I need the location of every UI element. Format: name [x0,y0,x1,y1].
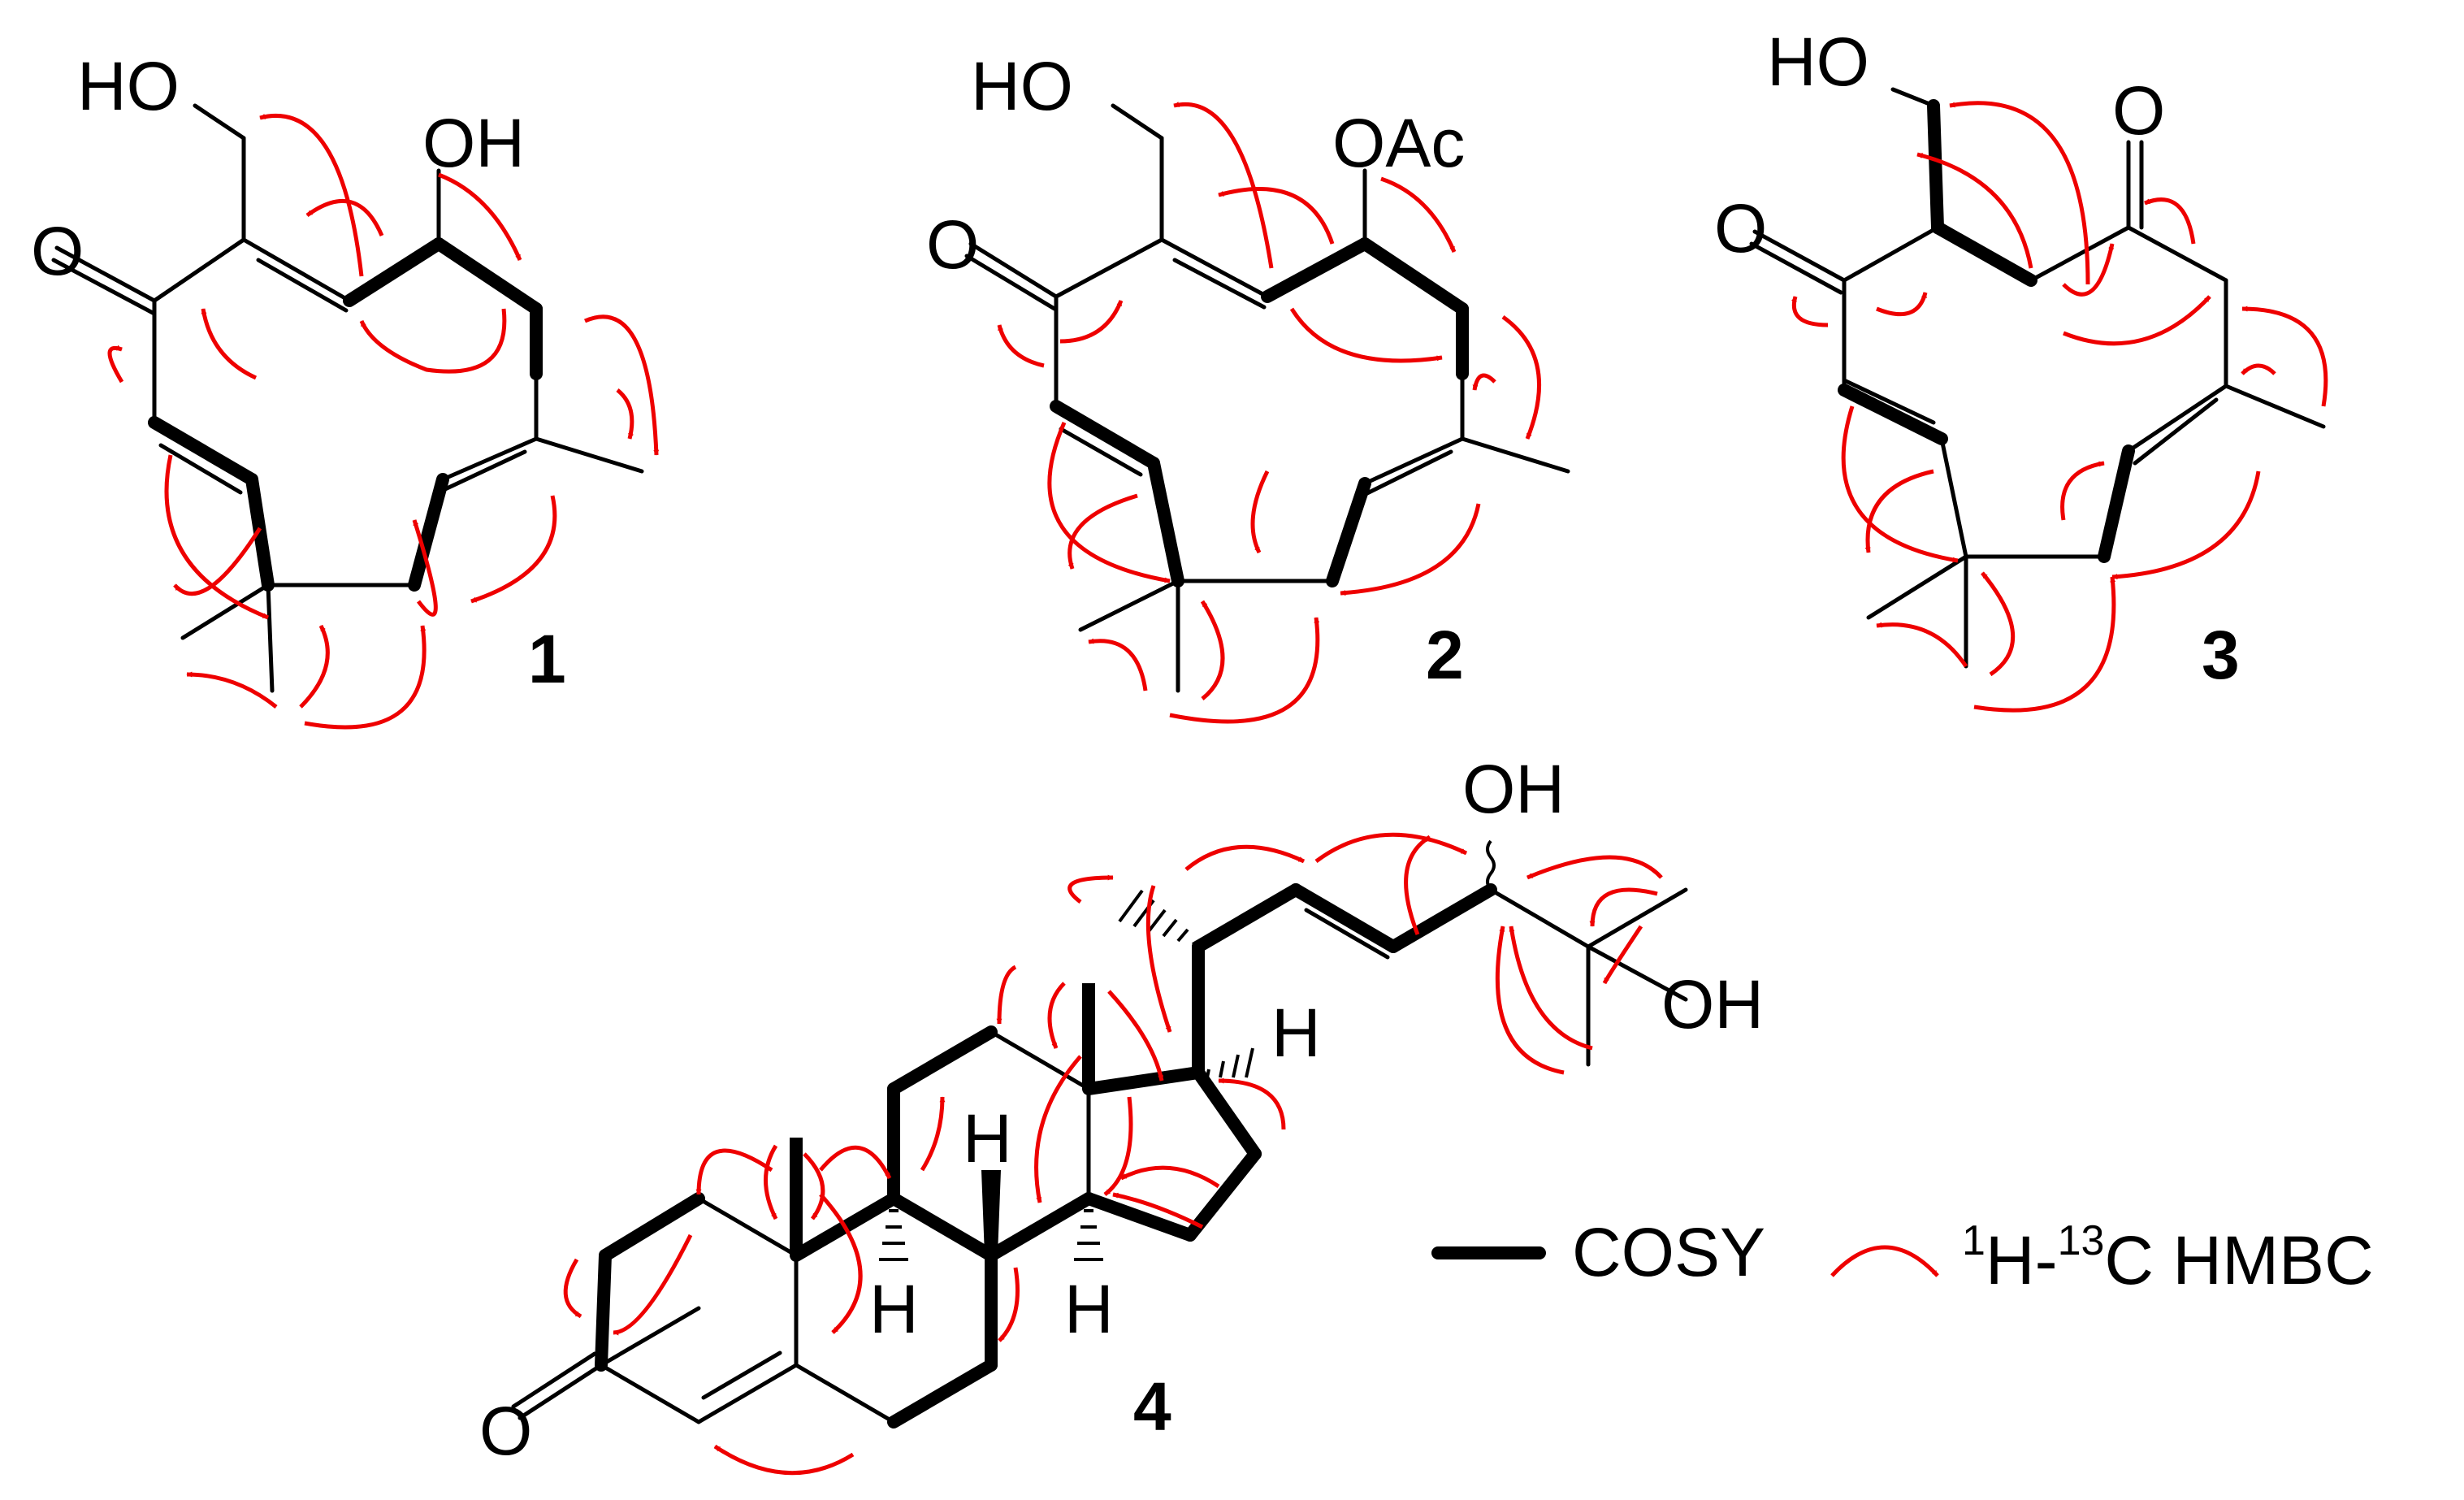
hydroxy-label: HO [77,48,180,124]
hydroxy-label: OH [422,105,525,181]
hydrogen-label: H [1064,1271,1114,1347]
carbonyl-oxygen-label: O [926,206,979,283]
hmbc-superscript-1: 1 [1962,1217,1985,1264]
acetoxy-label: OAc [1332,105,1465,181]
hmbc-h-label: H- [1985,1222,2058,1298]
hashed-wedge [1118,889,1200,946]
compound-1: HO OH O 1 [31,48,660,730]
hmbc-superscript-13: 13 [2058,1217,2105,1264]
hmbc-legend-label: 1H-13C HMBC [1962,1217,2374,1298]
compound-2: HO OAc O 2 [926,48,1570,724]
hashed-wedge [1074,1209,1103,1261]
hashed-wedge [1206,1047,1254,1078]
cosy-legend-label: COSY [1572,1214,1765,1290]
compound-number: 3 [2202,617,2240,693]
compound-2-bonds [964,103,1570,693]
hydroxy-label: OH [1661,966,1764,1043]
hydroxy-label: HO [971,48,1073,124]
compound-2-hmbc-arrows [997,102,1542,724]
compound-1-hmbc-arrows [107,113,660,730]
compound-3-hmbc-arrows [1791,101,2328,713]
hydroxy-label: OH [1462,751,1565,827]
carbonyl-oxygen-label: O [1714,190,1767,267]
carbonyl-oxygen-label: O [479,1393,532,1469]
hydrogen-label: H [1271,995,1321,1071]
compound-4-bonds [511,839,1688,1428]
compound-4-hmbc-arrows [563,832,1663,1476]
compound-4: O OH OH H H H H 4 [479,751,1764,1476]
hydrogen-label: H [963,1100,1012,1177]
compound-number: 4 [1133,1368,1171,1445]
compound-3: HO O O 3 [1714,24,2328,713]
compound-number: 1 [528,621,566,697]
hmbc-arrow-swatch [1830,1245,1939,1277]
hydrogen-label: H [869,1271,919,1347]
compound-3-bonds [1749,87,2326,669]
legend: COSY 1H-13C HMBC [1431,1214,2374,1298]
hashed-wedge [879,1209,908,1261]
compound-1-bonds [51,103,644,693]
carbonyl-oxygen-label: O [31,213,84,289]
hmbc-c-label: C HMBC [2104,1222,2373,1298]
compound-number: 2 [1426,617,1464,693]
hydroxy-label: HO [1767,24,1869,100]
carbonyl-oxygen-label: O [2112,72,2165,149]
